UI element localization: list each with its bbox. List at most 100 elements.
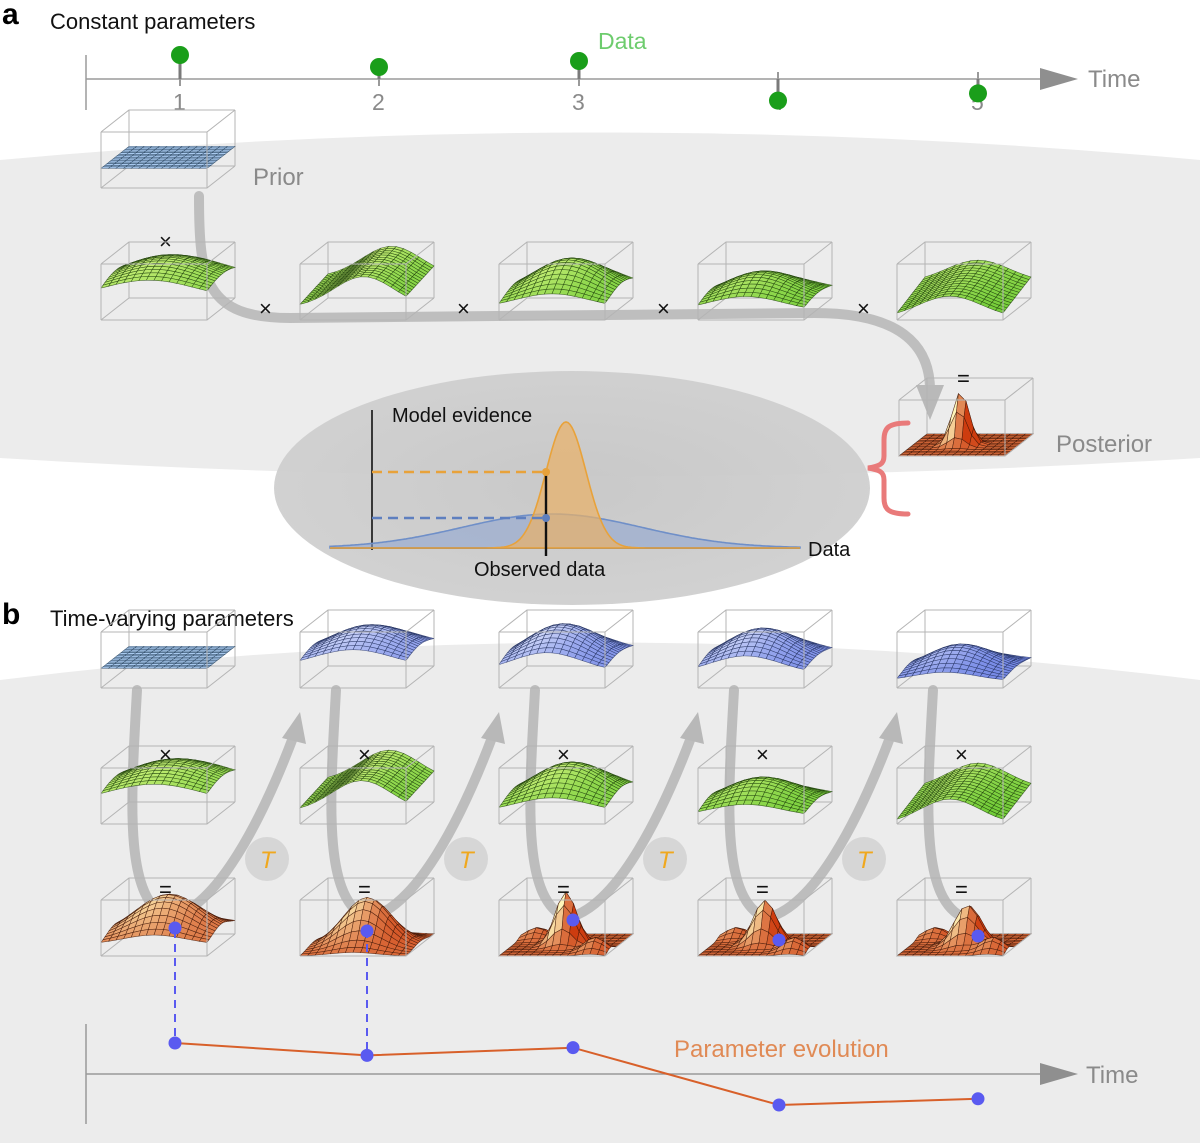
surface-mesh (898, 392, 1034, 457)
box-back-edges (697, 609, 833, 689)
data-point (171, 46, 189, 64)
surface-mesh (100, 646, 236, 669)
panel-b-time-label: Time (1086, 1062, 1138, 1089)
data-point (969, 84, 987, 103)
likelihood-surface (498, 745, 634, 825)
multiply-sign: × (657, 296, 670, 321)
box-front-edges (299, 745, 435, 825)
box-front-edges (100, 609, 236, 689)
box-front-edges (299, 877, 435, 957)
inset-ylabel: Model evidence (392, 405, 532, 427)
surface-mesh (299, 749, 435, 809)
multiply-sign: × (159, 742, 172, 767)
box-front-edges (498, 609, 634, 689)
posterior-surface (299, 877, 435, 957)
panel-a-band (0, 132, 1200, 477)
box-front-edges (498, 745, 634, 825)
multiply-sign: × (557, 742, 570, 767)
box-front-edges (100, 877, 236, 957)
posterior-peak-marker (772, 933, 786, 947)
posterior-surface (498, 877, 634, 957)
box-front-edges (896, 241, 1032, 321)
box-front-edges (697, 745, 833, 825)
box-front-edges (697, 877, 833, 957)
equals-sign: = (557, 877, 570, 902)
box-front-edges (299, 241, 435, 321)
box-front-edges (896, 609, 1032, 689)
time-tick-label: 1 (173, 89, 186, 115)
box-back-edges (498, 745, 634, 825)
data-point (769, 91, 787, 110)
narrow-evidence-point (542, 468, 550, 476)
broad-evidence-point (542, 514, 550, 522)
box-back-edges (299, 241, 435, 321)
box-front-edges (498, 877, 634, 957)
likelihood-row (100, 241, 1032, 321)
time-arrowhead (1040, 1063, 1078, 1085)
panel-b-surfaces (100, 609, 1032, 957)
box-front-edges (697, 241, 833, 321)
surface-mesh (299, 245, 435, 305)
surface-mesh (697, 627, 833, 670)
evolution-point (566, 1041, 580, 1055)
evolution-point (168, 1036, 182, 1050)
posterior-surface (898, 377, 1034, 457)
surface-mesh (896, 762, 1032, 820)
likelihood-surface (498, 241, 634, 321)
box-front-edges (896, 877, 1032, 957)
prior-label: Prior (253, 164, 304, 191)
transition-flow-arrow (923, 685, 970, 923)
prior-surface (100, 109, 236, 189)
transition-circle (842, 837, 886, 881)
prior-surface-plot (100, 109, 236, 189)
panel-a-flow-arrowhead (916, 385, 944, 420)
equals-sign: = (358, 877, 371, 902)
multiply-sign: × (259, 296, 272, 321)
likelihood-surface (100, 745, 237, 825)
surface-mesh (498, 891, 634, 957)
panel-a-data-label: Data (598, 28, 647, 54)
equals-sign: = (159, 877, 172, 902)
box-front-edges (100, 745, 236, 825)
likelihood-surface (697, 241, 833, 321)
multiply-sign: × (756, 742, 769, 767)
model-evidence-inset: Model evidence Data Observed data (274, 371, 870, 605)
transition-arrowhead (481, 712, 505, 744)
inset-xlabel: Data (808, 539, 851, 561)
transition-symbol: T (857, 847, 874, 874)
surface-mesh (498, 623, 634, 668)
box-front-edges (100, 241, 236, 321)
multiply-sign: × (955, 742, 968, 767)
transition-symbol: T (459, 847, 476, 874)
data-point (370, 58, 388, 76)
data-point (570, 52, 588, 70)
time-tick-label: 3 (572, 89, 585, 115)
parameter-evolution-plot: Time Parameter evolution (85, 913, 1138, 1124)
surface-mesh (697, 270, 833, 308)
posterior-peak-marker (971, 929, 985, 943)
posterior-peak-marker (566, 913, 580, 927)
evolution-point (360, 1048, 374, 1062)
multiply-sign: × (358, 742, 371, 767)
evolution-point (971, 1092, 985, 1106)
transition-circle (245, 837, 289, 881)
equals-sign: = (756, 877, 769, 902)
panel-a-data-points (171, 46, 987, 110)
panel-a-time-axis: Time (85, 55, 1140, 110)
surface-mesh (498, 761, 634, 808)
surface-mesh (896, 643, 1032, 680)
likelihood-surface (299, 745, 435, 825)
surface-mesh (697, 776, 834, 814)
likelihood-surface (896, 241, 1032, 321)
likelihood-surface (896, 745, 1032, 825)
posterior-peak-marker (168, 921, 182, 935)
likelihood-surface (697, 745, 834, 825)
panel-b-operators: ×=×=×=×=×= (159, 742, 968, 902)
posterior-peak-marker (360, 924, 374, 938)
surface-mesh (299, 624, 435, 661)
box-back-edges (498, 609, 634, 689)
evolution-point (772, 1098, 786, 1112)
multiply-sign: × (857, 296, 870, 321)
